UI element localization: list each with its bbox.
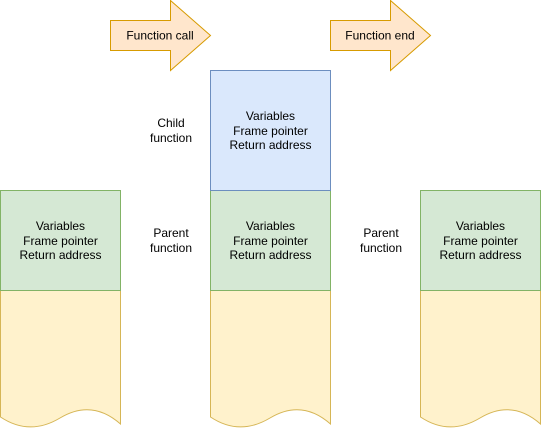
stack-body-left bbox=[0, 290, 121, 428]
stack-body-middle bbox=[210, 290, 331, 428]
parent-function-label-line2: function bbox=[150, 241, 192, 255]
stack-left: Variables Frame pointer Return address bbox=[0, 190, 121, 428]
function-end-arrow-shape bbox=[330, 0, 432, 72]
function-call-label: Function call bbox=[126, 29, 193, 43]
function-call-arrow: Function call bbox=[110, 0, 212, 72]
stack-middle: Variables Frame pointer Return address V… bbox=[210, 70, 331, 428]
parent-frame-left bbox=[0, 190, 121, 291]
parent-frame-right bbox=[420, 190, 541, 291]
stack-body-right bbox=[420, 290, 541, 428]
parent-function-label-line1: Parent bbox=[153, 226, 189, 240]
child-frame-line-frame-pointer: Frame pointer bbox=[233, 124, 308, 138]
parent-function-label-line1: Parent bbox=[363, 226, 399, 240]
frame-line-return-address: Return address bbox=[19, 248, 101, 262]
frame-line-frame-pointer: Frame pointer bbox=[233, 234, 308, 248]
parent-function-label-line2: function bbox=[360, 241, 402, 255]
frame-line-return-address: Return address bbox=[229, 248, 311, 262]
function-end-label: Function end bbox=[345, 29, 414, 43]
child-function-label-line1: Child bbox=[157, 116, 184, 130]
function-end-arrow: Function end bbox=[330, 0, 432, 72]
frame-line-frame-pointer: Frame pointer bbox=[443, 234, 518, 248]
frame-line-variables: Variables bbox=[456, 219, 505, 233]
parent-frame-middle bbox=[210, 190, 331, 291]
child-frame-middle bbox=[210, 70, 331, 191]
frame-line-return-address: Return address bbox=[439, 248, 521, 262]
stack-right: Variables Frame pointer Return address bbox=[420, 190, 541, 428]
child-frame-line-return-address: Return address bbox=[229, 138, 311, 152]
frame-line-frame-pointer: Frame pointer bbox=[23, 234, 98, 248]
frame-line-variables: Variables bbox=[36, 219, 85, 233]
child-function-label-line2: function bbox=[150, 131, 192, 145]
frame-line-variables: Variables bbox=[246, 219, 295, 233]
child-frame-line-variables: Variables bbox=[246, 109, 295, 123]
function-call-arrow-shape bbox=[110, 0, 212, 72]
